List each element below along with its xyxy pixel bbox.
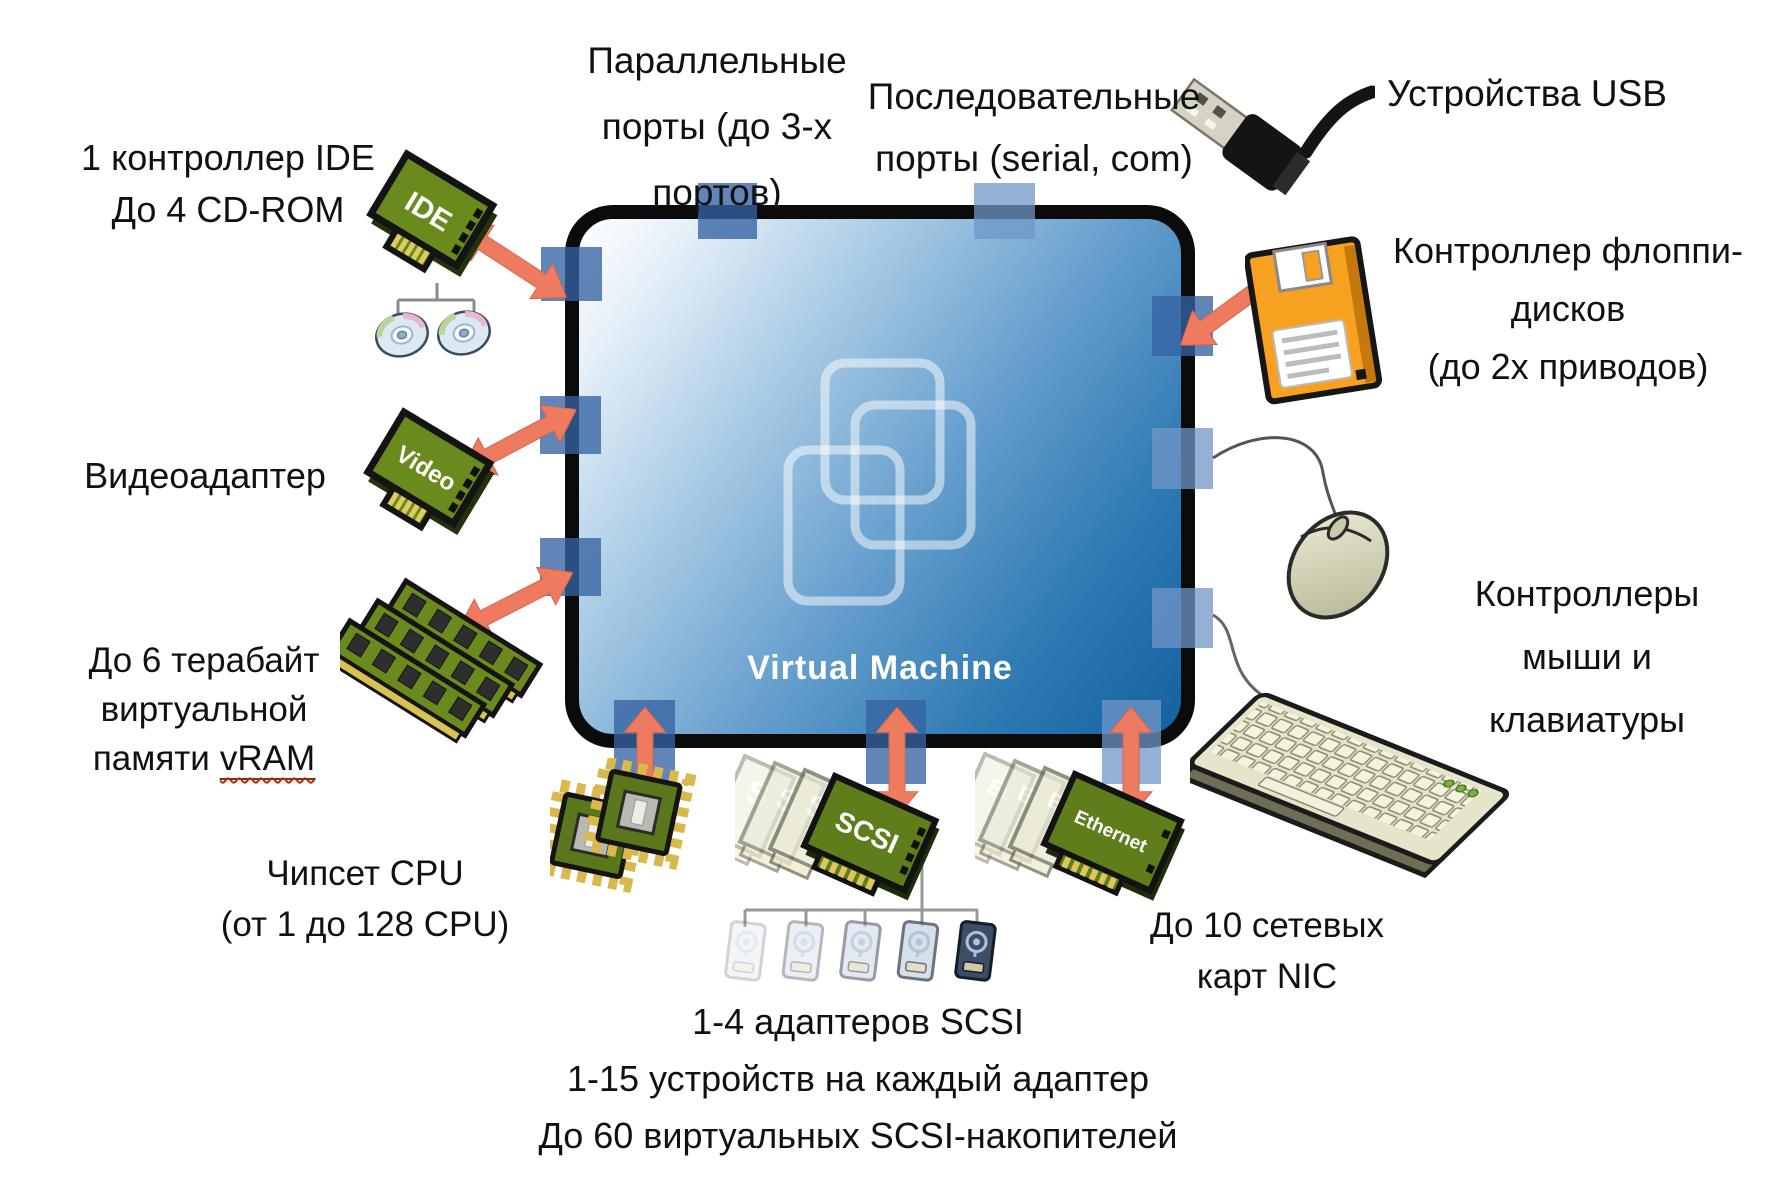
arrow-ethernet (1109, 707, 1153, 817)
label-line: Контроллер флоппи- (1392, 230, 1744, 271)
label-line: До 60 виртуальных SCSI-накопителей (538, 1115, 1178, 1156)
label-usb-devices: Устройства USB (1387, 68, 1667, 120)
usb-plug-icon (1170, 77, 1375, 196)
arrow-ram (456, 566, 574, 638)
vmware-logo-icon (783, 358, 976, 606)
label-line: мыши и (1522, 636, 1652, 677)
label-video-adapter: Видеоадаптер (84, 450, 326, 502)
label-floppy-controller: Контроллер флоппи- дисков (до 2х приводо… (1393, 222, 1743, 396)
label-line: (до 2х приводов) (1427, 346, 1709, 387)
label-line: Видеоадаптер (84, 455, 326, 496)
label-scsi-adapters: 1-4 адаптеров SCSI 1-15 устройств на каж… (538, 993, 1177, 1164)
mouse-icon (1212, 436, 1390, 620)
label-line: (от 1 до 128 CPU) (220, 905, 510, 944)
label-ide-controller: 1 контроллер IDE До 4 CD-ROM (81, 132, 375, 236)
label-line: До 4 CD-ROM (111, 189, 345, 230)
port-tab-parallel (698, 183, 757, 239)
floppy-disk-icon (1245, 236, 1383, 405)
arrow-video (460, 404, 578, 476)
virtual-machine-box: Virtual Machine (565, 205, 1195, 748)
label-line: 1-4 адаптеров SCSI (692, 1001, 1024, 1042)
label-line: Контроллеры (1474, 573, 1700, 614)
port-tab-mouse (1152, 428, 1213, 489)
label-line: порты (serial, com) (875, 138, 1193, 179)
label-vram-prefix: памяти (92, 739, 210, 778)
label-line: дисков (1510, 288, 1626, 329)
port-tab-serial (974, 183, 1035, 239)
label-line: Параллельные (587, 40, 847, 81)
label-line: 1 контроллер IDE (81, 137, 375, 178)
video-card-icon: Video (363, 407, 495, 535)
cpu-chips-icon (550, 758, 697, 894)
mouse-cord-line (1212, 436, 1339, 520)
arrow-ide (456, 224, 568, 300)
label-line: До 6 терабайт (88, 641, 320, 680)
scsi-cards-icon: S S S SCSI (735, 753, 940, 901)
label-line: порты (до 3-х (601, 106, 833, 147)
keyboard-cord-line (1212, 613, 1264, 698)
label-line: клавиатуры (1488, 699, 1686, 740)
ide-card-icon: IDE (366, 149, 498, 277)
ethernet-cards-icon: Et Et Et Ethernet (975, 751, 1185, 901)
label-line: карт NIC (1196, 957, 1338, 996)
ram-modules-icon (340, 577, 544, 744)
scsi-devices-connector-line (743, 858, 979, 927)
label-line: До 10 сетевых (1149, 906, 1385, 945)
arrow-cpu (623, 707, 667, 817)
keyboard-icon (1190, 692, 1510, 879)
vm-title: Virtual Machine (747, 649, 1013, 687)
label-line: Устройства USB (1387, 73, 1667, 114)
label-mouse-keyboard-controllers: Контроллеры мыши и клавиатуры (1475, 562, 1700, 751)
scsi-devices-icon (724, 920, 997, 982)
label-serial-ports: Последовательные порты (serial, com) (868, 66, 1201, 190)
label-vram-word: vRAM (219, 739, 316, 780)
label-line: Чипсет CPU (266, 854, 464, 893)
arrow-scsi (875, 707, 919, 817)
label-cpu-chipset: Чипсет CPU (от 1 до 128 CPU) (221, 848, 510, 950)
port-tab-keyboard (1152, 588, 1213, 648)
label-parallel-ports: Параллельные порты (до 3-х портов) (587, 28, 846, 226)
label-line: Последовательные (867, 76, 1201, 117)
label-nic-cards: До 10 сетевых карт NIC (1150, 900, 1384, 1002)
label-line: портов) (652, 172, 782, 213)
cdrom-discs-icon (375, 310, 491, 358)
ide-cdrom-connector-line (396, 283, 476, 320)
label-line: 1-15 устройств на каждый адаптер (566, 1058, 1150, 1099)
label-line: виртуальной (100, 690, 308, 729)
